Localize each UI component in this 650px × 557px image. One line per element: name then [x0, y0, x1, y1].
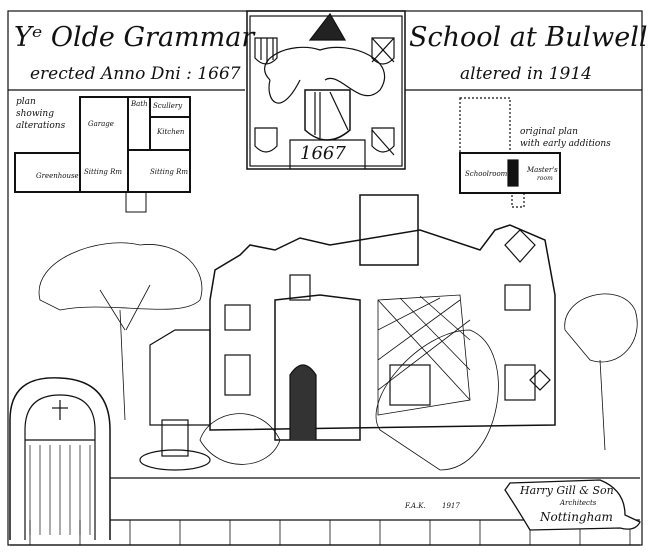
room-scullery: Scullery [153, 102, 183, 110]
original-caption-1: original plan [520, 127, 578, 137]
room-greenhouse: Greenhouse [36, 172, 79, 180]
artist-initials: F.A.K. [405, 502, 426, 510]
title-left: Yᵉ Olde Grammar [14, 22, 255, 53]
room-sitting-1: Sitting Rm [84, 168, 123, 176]
cartouche-line-2: Architects [560, 499, 597, 507]
sundial [161, 419, 189, 457]
room-kitchen: Kitchen [157, 128, 185, 136]
room-schoolroom: Schoolroom [465, 170, 508, 178]
artist-date: 1917 [442, 502, 460, 510]
crest-year: 1667 [300, 143, 346, 164]
cartouche-line-1: Harry Gill & Son [520, 484, 614, 497]
plan-caption-2: showing [16, 109, 54, 119]
altered-date: altered in 1914 [460, 64, 592, 84]
title-right: School at Bulwell [409, 22, 648, 53]
outer-frame [7, 10, 643, 546]
plan-caption-1: plan [16, 97, 36, 107]
room-garage: Garage [88, 120, 114, 128]
erected-date: erected Anno Dni : 1667 [30, 64, 241, 84]
cartouche-scroll [504, 479, 641, 531]
sundial-base [139, 449, 211, 471]
plan-caption-3: alterations [16, 121, 66, 131]
cartouche-line-3: Nottingham [540, 510, 613, 524]
room-sitting-2: Sitting Rm [150, 168, 189, 176]
room-bath: Bath [131, 100, 148, 108]
coat-of-arms [246, 10, 406, 170]
garden-gate [9, 377, 111, 540]
floor-plan-original [459, 97, 561, 208]
floor-plan-altered [14, 96, 191, 213]
trees [38, 242, 638, 471]
room-masters-2: room [537, 175, 553, 182]
original-caption-2: with early additions [520, 139, 611, 149]
school-building [149, 194, 556, 441]
room-masters: Master's [527, 166, 558, 174]
